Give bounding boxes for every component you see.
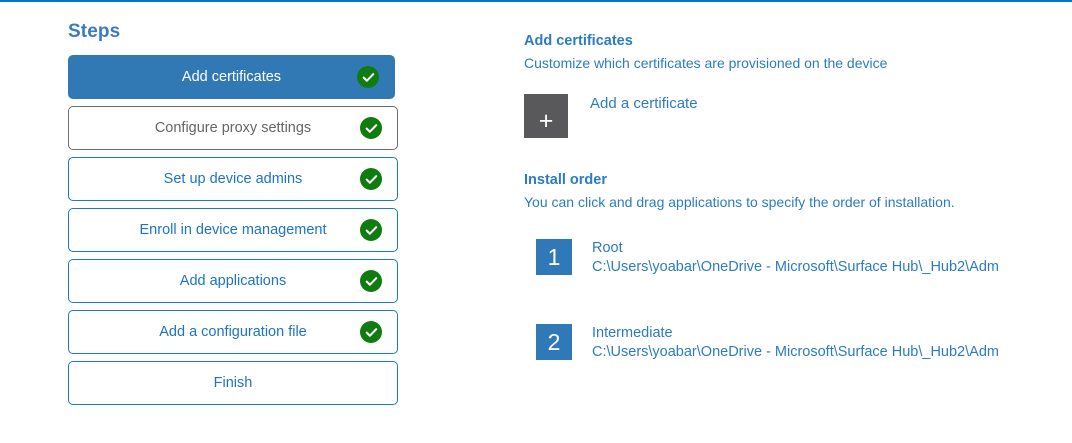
- check-circle-icon: [360, 219, 382, 241]
- install-order-path: C:\Users\yoabar\OneDrive - Microsoft\Sur…: [592, 344, 999, 360]
- step-item-label: Add certificates: [181, 69, 282, 85]
- plus-icon[interactable]: +: [524, 94, 568, 138]
- check-circle-icon: [360, 168, 382, 190]
- step-item-configure-proxy-settings[interactable]: Configure proxy settings: [68, 106, 398, 150]
- step-item-finish[interactable]: Finish: [68, 361, 398, 405]
- install-order-subheading: You can click and drag applications to s…: [524, 194, 955, 210]
- add-certificates-detail-panel: Add certificates Customize which certifi…: [524, 32, 1044, 409]
- check-circle-icon: [360, 270, 382, 292]
- step-item-label: Add a configuration file: [159, 324, 307, 340]
- step-item-label: Add applications: [179, 273, 287, 289]
- install-order-name: Intermediate: [592, 325, 673, 341]
- plus-glyph: +: [538, 107, 554, 135]
- step-item-add-applications[interactable]: Add applications: [68, 259, 398, 303]
- check-circle-icon: [360, 321, 382, 343]
- step-item-label: Configure proxy settings: [154, 120, 312, 136]
- steps-title: Steps: [68, 21, 121, 42]
- step-item-set-up-device-admins[interactable]: Set up device admins: [68, 157, 398, 201]
- install-order-name: Root: [592, 240, 623, 256]
- detail-heading: Add certificates: [524, 33, 633, 49]
- step-item-label: Enroll in device management: [139, 222, 327, 238]
- detail-subheading: Customize which certificates are provisi…: [524, 55, 888, 71]
- install-order-section: Install order You can click and drag app…: [524, 171, 1044, 362]
- add-a-certificate-label: Add a certificate: [590, 95, 698, 112]
- step-item-add-certificates[interactable]: Add certificates: [68, 55, 395, 99]
- step-item-enroll-in-device-management[interactable]: Enroll in device management: [68, 208, 398, 252]
- install-order-number: 1: [536, 239, 572, 275]
- install-order-path: C:\Users\yoabar\OneDrive - Microsoft\Sur…: [592, 259, 999, 275]
- install-order-heading: Install order: [524, 172, 607, 188]
- step-item-add-a-configuration-file[interactable]: Add a configuration file: [68, 310, 398, 354]
- check-circle-icon: [360, 117, 382, 139]
- top-accent-rule: [0, 0, 1072, 2]
- check-circle-icon: [357, 66, 379, 88]
- install-order-number: 2: [536, 324, 572, 360]
- step-item-label: Finish: [213, 375, 253, 391]
- add-a-certificate-button[interactable]: + Add a certificate: [524, 94, 1044, 138]
- step-item-label: Set up device admins: [163, 171, 303, 187]
